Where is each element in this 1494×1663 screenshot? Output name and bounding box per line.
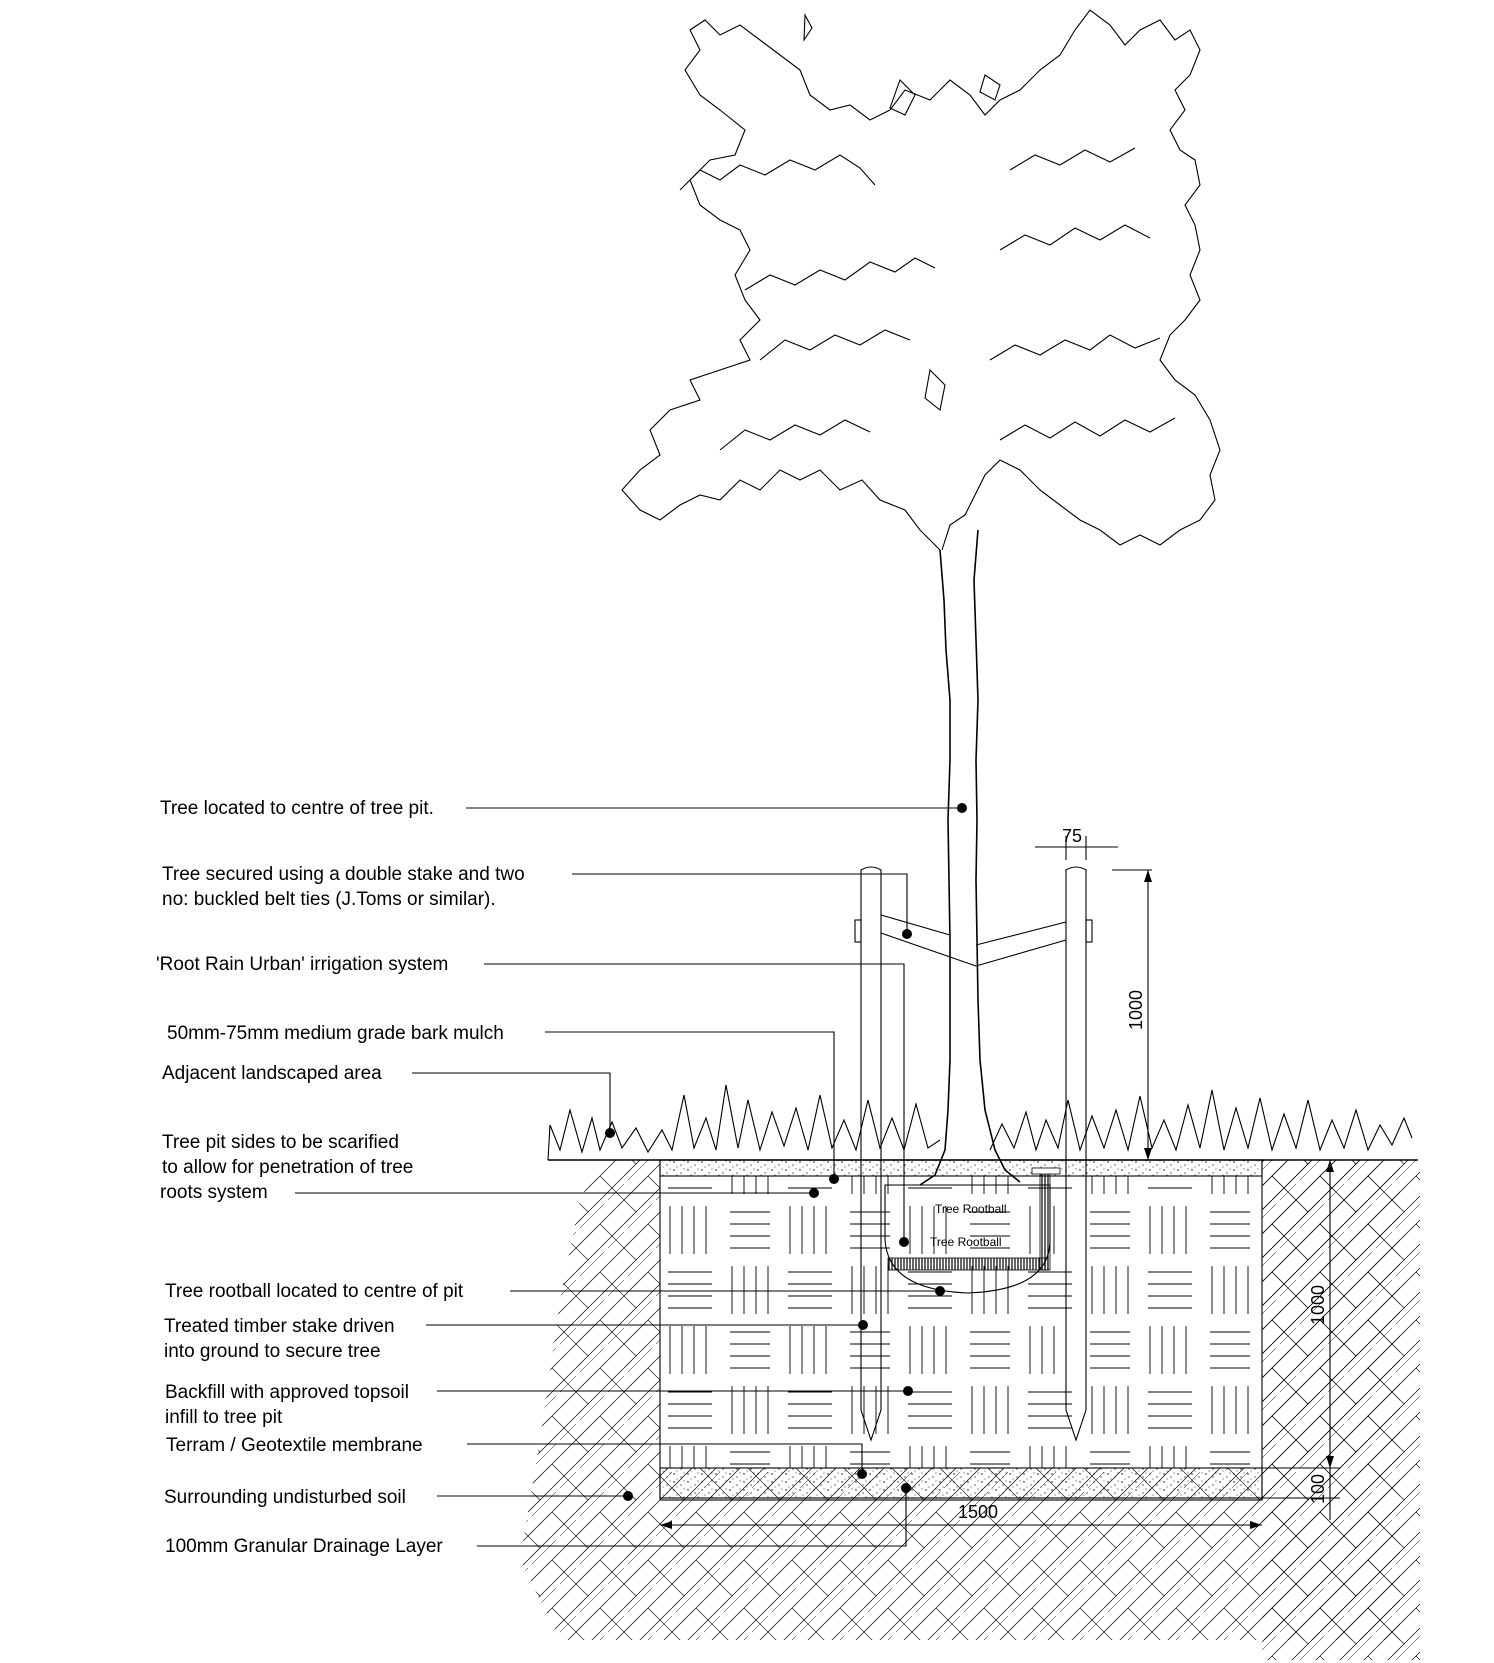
rootball-label-2: Tree Rootball (930, 1235, 1002, 1249)
label-scarify-line3: roots system (160, 1182, 268, 1203)
label-irrigation: 'Root Rain Urban' irrigation system (156, 954, 448, 975)
label-scarify-line2: to allow for penetration of tree (162, 1157, 413, 1178)
tree-trunk (919, 529, 1021, 1186)
label-drainage: 100mm Granular Drainage Layer (165, 1536, 443, 1557)
left-stake (860, 866, 882, 1442)
drainage-layer (659, 1467, 1263, 1499)
label-landscaped: Adjacent landscaped area (162, 1063, 382, 1084)
label-stake-line2: no: buckled belt ties (J.Toms or similar… (162, 889, 496, 910)
grass (547, 1084, 1413, 1161)
stakes (854, 866, 1093, 1442)
label-backfill-line2: infill to tree pit (165, 1407, 283, 1428)
leaders (295, 803, 967, 1547)
rootball: Tree Rootball Tree Rootball (884, 1167, 1061, 1294)
dim-pit-width: 1500 (958, 1502, 998, 1522)
label-membrane: Terram / Geotextile membrane (166, 1435, 423, 1456)
label-bark-mulch: 50mm-75mm medium grade bark mulch (167, 1023, 504, 1044)
annotations: Tree located to centre of tree pit. Tree… (156, 798, 525, 1557)
bark-mulch-layer (659, 1159, 1263, 1177)
tree-canopy (621, 9, 1221, 551)
dim-stake-height: 1000 (1126, 990, 1146, 1030)
irrigation-pipe-vertical (1039, 1171, 1051, 1271)
label-scarify-line1: Tree pit sides to be scarified (162, 1132, 399, 1153)
irrigation-pipe-horizontal (887, 1257, 1049, 1271)
belt-ties (880, 914, 1067, 967)
tree-pit (659, 1159, 1263, 1501)
right-stake (1065, 866, 1087, 1442)
label-timber-line2: into ground to secure tree (164, 1341, 381, 1362)
rootball-label-1: Tree Rootball (935, 1202, 1007, 1216)
dim-pit-depth: 1000 (1308, 1285, 1328, 1325)
dim-stake-width: 75 (1062, 826, 1082, 846)
irrigation-cap (1031, 1167, 1061, 1175)
dimensions: 75 1000 1000 100 1500 (660, 826, 1340, 1529)
label-rootball-centre: Tree rootball located to centre of pit (165, 1281, 464, 1302)
dim-drainage: 100 (1308, 1474, 1328, 1504)
label-undisturbed: Surrounding undisturbed soil (164, 1487, 406, 1508)
label-timber-line1: Treated timber stake driven (164, 1316, 395, 1337)
label-backfill-line1: Backfill with approved topsoil (165, 1382, 409, 1403)
label-tree-centre: Tree located to centre of tree pit. (160, 798, 434, 819)
label-stake-line1: Tree secured using a double stake and tw… (162, 864, 525, 885)
